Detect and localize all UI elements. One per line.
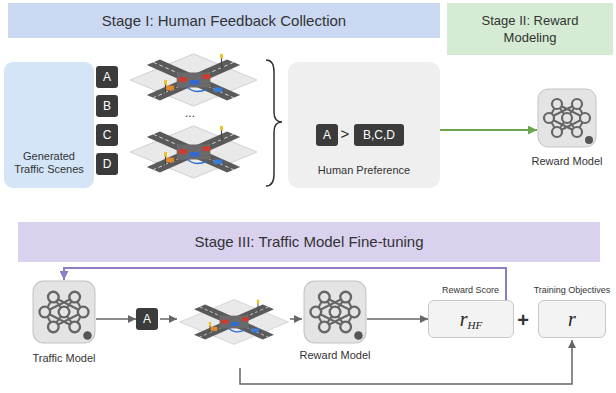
heading: Training Objectives bbox=[534, 284, 611, 296]
node-label: B,C,D bbox=[363, 128, 395, 142]
flow-arrow bbox=[290, 318, 302, 320]
flow-arrow bbox=[367, 318, 428, 320]
node-label: Reward Model bbox=[300, 349, 371, 362]
stage-band: Stage II: Reward Modeling bbox=[447, 3, 613, 55]
flow-arrow bbox=[64, 268, 506, 300]
symbol: r bbox=[568, 308, 576, 330]
training-objectives: Training Objectives r bbox=[530, 284, 615, 340]
node-label: Stage III: Traffic Model Fine-tuning bbox=[194, 233, 423, 251]
node-label: D bbox=[103, 157, 112, 171]
node-label: B bbox=[103, 99, 111, 113]
node-label: Human Preference bbox=[318, 164, 410, 177]
symbol: r bbox=[460, 308, 468, 330]
option-box: B,C,D bbox=[354, 124, 404, 146]
scene-box: Generated Traffic Scenes bbox=[4, 62, 94, 188]
network-icon bbox=[538, 89, 596, 147]
preference-box: Human Preference A B,C,D bbox=[288, 62, 440, 188]
node-shape bbox=[303, 280, 367, 344]
heading: Reward Score bbox=[428, 284, 499, 296]
flow-arrow bbox=[440, 129, 537, 131]
node-label: A bbox=[103, 70, 111, 84]
feedback-line bbox=[240, 340, 572, 384]
node-shape bbox=[32, 280, 96, 344]
option-box: C bbox=[96, 124, 118, 146]
traffic-model: Traffic Model bbox=[19, 278, 109, 370]
ellipsis: ... bbox=[180, 106, 200, 120]
option-box: A bbox=[136, 308, 158, 330]
flow-arrow bbox=[96, 318, 136, 320]
traffic-scene bbox=[130, 126, 257, 178]
node-label: Reward Model bbox=[532, 155, 603, 168]
stage-band: Stage III: Traffic Model Fine-tuning bbox=[18, 222, 600, 262]
node-shape: r bbox=[538, 300, 606, 338]
option-box: D bbox=[96, 153, 118, 175]
reward-model: Reward Model bbox=[522, 86, 612, 172]
option-box: B bbox=[96, 95, 118, 117]
node-label: Traffic Model bbox=[33, 352, 96, 365]
reward-model: Reward Model bbox=[290, 278, 380, 370]
node-shape bbox=[537, 88, 597, 148]
network-icon bbox=[304, 281, 366, 343]
node-label: Stage II: Reward Modeling bbox=[467, 12, 593, 46]
brace bbox=[266, 60, 282, 186]
node-label: C bbox=[103, 128, 112, 142]
node-label: A bbox=[143, 312, 151, 326]
option-box: A bbox=[96, 66, 118, 88]
network-icon bbox=[33, 281, 95, 343]
node-label: A bbox=[323, 128, 331, 142]
node-label: Stage I: Human Feedback Collection bbox=[102, 12, 346, 30]
comparison-sign: > bbox=[338, 125, 352, 143]
option-box: A bbox=[316, 124, 338, 146]
traffic-scene bbox=[130, 54, 257, 106]
plus-sign: + bbox=[515, 309, 531, 331]
stage-band: Stage I: Human Feedback Collection bbox=[8, 3, 440, 38]
node-label: Generated Traffic Scenes bbox=[4, 150, 94, 176]
reward-score: Reward Score rHF bbox=[428, 284, 514, 340]
node-shape: rHF bbox=[428, 300, 514, 338]
traffic-scene bbox=[180, 300, 289, 345]
flow-arrow bbox=[160, 318, 177, 320]
subscript: HF bbox=[468, 319, 483, 331]
